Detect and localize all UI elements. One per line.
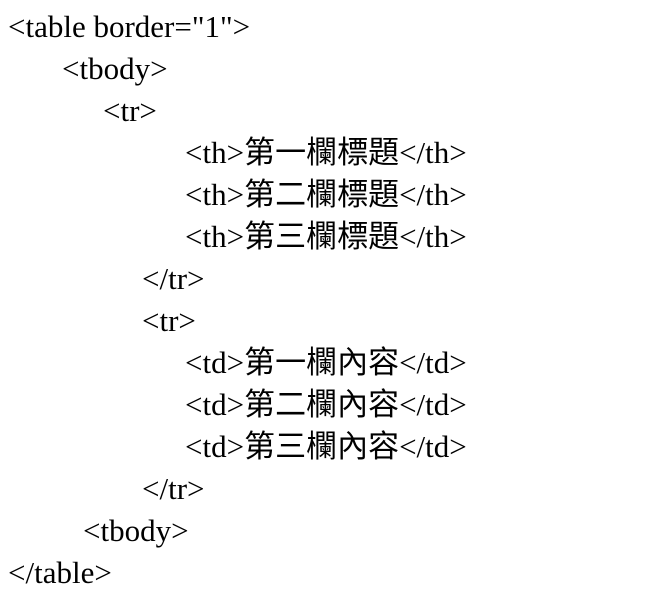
code-line: </tr> xyxy=(142,261,205,296)
code-line: <tr> xyxy=(142,303,196,338)
code-line: <tbody> xyxy=(83,513,189,548)
code-line: <th>第三欄標題</th> xyxy=(185,219,467,254)
code-line: <table border="1"> xyxy=(8,9,251,44)
code-line: </table> xyxy=(8,555,112,590)
code-line: <td>第三欄內容</td> xyxy=(185,429,467,464)
code-line: <td>第二欄內容</td> xyxy=(185,387,467,422)
code-line: <th>第一欄標題</th> xyxy=(185,135,467,170)
code-line: <tbody> xyxy=(62,51,168,86)
code-line: </tr> xyxy=(142,471,205,506)
code-line: <td>第一欄內容</td> xyxy=(185,345,467,380)
code-block: <table border="1"> <tbody> <tr> <th>第一欄標… xyxy=(8,6,638,594)
code-line: <tr> xyxy=(103,93,157,128)
code-line: <th>第二欄標題</th> xyxy=(185,177,467,212)
